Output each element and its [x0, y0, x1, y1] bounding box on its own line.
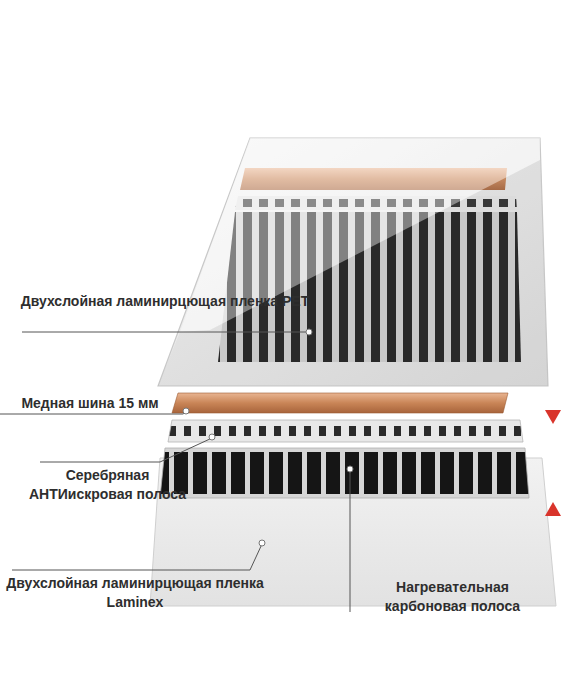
- callout-label: Двухслойная ламинирцющая пленка PET: [20, 292, 310, 311]
- callout-label: Двухслойная ламинирцющая пленка Laminex: [5, 574, 265, 612]
- carbon-strip: [160, 448, 529, 498]
- callout-label: Серебряная АНТИискровая полоса: [15, 466, 200, 504]
- press-arrow-head: [545, 410, 561, 424]
- leader-dot: [183, 408, 189, 414]
- leader-line: [12, 544, 262, 570]
- pet-sheet: [158, 138, 548, 386]
- callout-label: Медная шина 15 мм: [0, 394, 180, 413]
- sheet-shade: [158, 160, 548, 386]
- press-arrow-head: [545, 502, 561, 516]
- press-arrow-shaft: [551, 368, 555, 414]
- leader-dot: [347, 466, 353, 472]
- leader-line: [350, 470, 351, 612]
- leader-dot: [209, 434, 215, 440]
- leader-line: [40, 438, 212, 462]
- leader-dot: [306, 329, 312, 335]
- leader-line: [22, 332, 306, 333]
- copper-bus: [172, 393, 508, 413]
- leader-line: [0, 412, 186, 414]
- silver-strip: [168, 420, 523, 442]
- leader-dot: [259, 540, 265, 546]
- press-arrow-shaft: [551, 512, 555, 556]
- callout-label: Нагревательная карбоновая полоса: [355, 578, 550, 616]
